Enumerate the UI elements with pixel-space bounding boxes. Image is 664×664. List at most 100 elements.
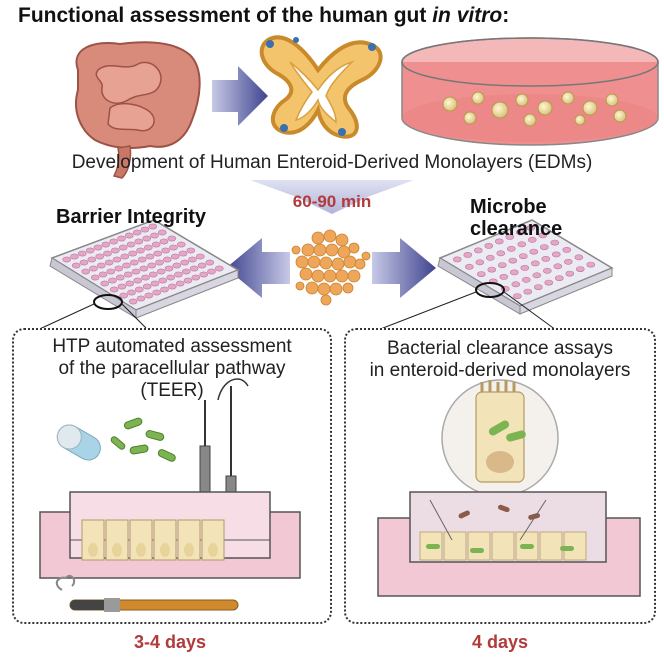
well [526, 224, 536, 231]
well [156, 268, 166, 275]
well [71, 262, 81, 269]
well [207, 268, 216, 275]
well [475, 259, 485, 266]
well [95, 253, 104, 260]
well [128, 298, 138, 305]
well [527, 236, 537, 243]
well [168, 283, 177, 290]
well [511, 281, 521, 288]
well [473, 247, 483, 254]
well [130, 259, 139, 266]
well-plate-left [49, 219, 240, 319]
well [186, 247, 196, 254]
well [574, 254, 584, 261]
well [505, 233, 515, 240]
well [139, 265, 149, 272]
well [123, 271, 133, 278]
well [517, 241, 527, 248]
well [120, 253, 130, 260]
barrier-panel-text: HTP automated assessment of the paracell… [12, 336, 332, 402]
microbe-panel-text: Bacterial clearance assays in enteroid-d… [344, 338, 656, 382]
transwell-left [39, 491, 301, 579]
petri-dish-illustration [401, 37, 659, 146]
well [159, 238, 169, 245]
well [98, 271, 108, 278]
well [485, 254, 495, 261]
barrier-text-line3: (TEER) [140, 380, 204, 401]
bacteria-left [110, 417, 176, 462]
well [532, 272, 542, 279]
well [136, 247, 145, 254]
well [152, 289, 161, 296]
microbe-label-2: clearance [470, 218, 563, 240]
well [529, 248, 539, 255]
well [62, 256, 71, 263]
well [164, 265, 174, 272]
well [133, 277, 142, 284]
intestine-illustration [75, 41, 201, 179]
well [108, 277, 117, 284]
well [144, 292, 154, 299]
well [150, 280, 160, 287]
well [530, 260, 540, 267]
well [116, 274, 125, 281]
well [126, 241, 136, 248]
well [127, 289, 136, 296]
well [135, 286, 144, 293]
well [153, 250, 163, 257]
well [134, 238, 144, 245]
well [93, 244, 103, 251]
well [544, 279, 554, 286]
transwell-right [377, 491, 641, 597]
well [119, 292, 128, 299]
capsule-icon [56, 424, 101, 461]
barrier-label: Barrier Integrity [56, 206, 207, 228]
well [117, 283, 127, 290]
page-title: Functional assessment of the human gut i… [18, 4, 509, 28]
well [141, 274, 150, 281]
well [136, 295, 146, 302]
well [79, 259, 89, 266]
well [487, 266, 497, 273]
well [104, 259, 114, 266]
well [533, 284, 543, 290]
well [109, 238, 118, 245]
well [148, 223, 158, 230]
well [101, 241, 111, 248]
well [163, 256, 172, 263]
well [521, 276, 531, 283]
arrow-to-barrier [226, 238, 290, 298]
barrier-text-line1: HTP automated assessment [52, 336, 292, 357]
well [520, 264, 530, 271]
well [155, 259, 164, 266]
microbe-text-line1: Bacterial clearance assays [387, 338, 613, 359]
well [191, 274, 201, 281]
well [518, 253, 528, 259]
well [117, 235, 126, 242]
microbe-text-line2: in enteroid-derived monolayers [369, 360, 631, 381]
well [542, 267, 552, 274]
barrier-duration: 3-4 days [133, 632, 207, 652]
well [463, 251, 473, 258]
well [158, 277, 168, 284]
well [145, 253, 155, 260]
well [97, 262, 106, 269]
well [563, 258, 573, 265]
well [131, 268, 141, 275]
well [178, 250, 188, 257]
well [515, 229, 525, 236]
well [499, 273, 509, 280]
well [575, 266, 585, 272]
well [112, 256, 122, 263]
well [137, 256, 147, 263]
cell-zoom-circle [441, 379, 559, 497]
cell-clump-illustration [291, 229, 371, 306]
well [205, 259, 215, 266]
well [196, 253, 205, 260]
time-center: 60-90 min [292, 192, 372, 211]
well [494, 238, 504, 245]
well [586, 261, 596, 268]
well [160, 286, 169, 293]
well [147, 262, 156, 269]
